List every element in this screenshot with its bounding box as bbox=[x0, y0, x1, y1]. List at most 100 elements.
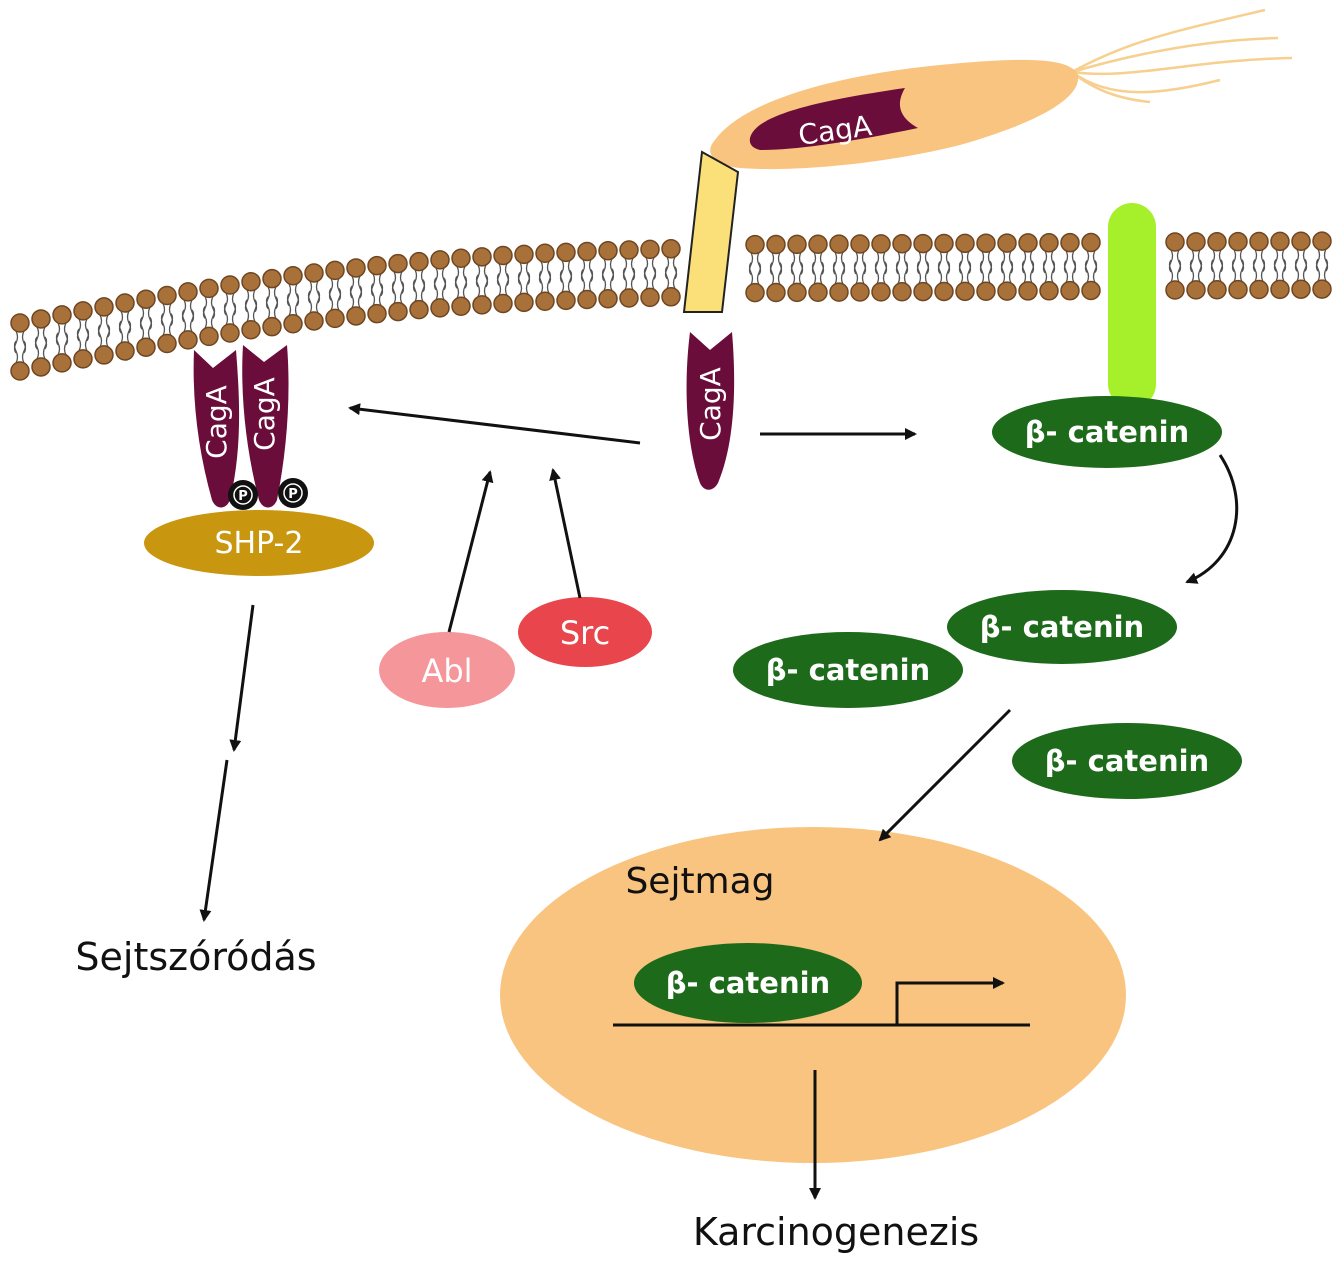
lipid-head bbox=[220, 275, 240, 295]
lipid-head bbox=[514, 244, 534, 265]
lipid-head bbox=[1207, 231, 1227, 252]
caga-left-2-label: CagA bbox=[248, 377, 281, 451]
lipid-head bbox=[976, 281, 996, 301]
lipid-head bbox=[1249, 279, 1269, 300]
lipid-head bbox=[178, 330, 198, 350]
arrow-abl bbox=[447, 470, 494, 633]
lipid-head bbox=[304, 263, 324, 283]
lipid-head bbox=[136, 289, 156, 309]
lipid-head bbox=[388, 253, 408, 274]
lipid-head bbox=[115, 293, 135, 313]
lipid-head bbox=[430, 250, 450, 270]
lipid-head bbox=[1249, 231, 1269, 252]
arrow-src bbox=[549, 468, 582, 599]
lipid-head bbox=[997, 233, 1017, 253]
lipid-head bbox=[199, 278, 219, 299]
lipid-head bbox=[661, 239, 681, 259]
lipid-head bbox=[619, 240, 639, 260]
lipid-head bbox=[556, 290, 576, 311]
lipid-head bbox=[94, 297, 114, 317]
lipid-head bbox=[1081, 280, 1101, 301]
lipid-head bbox=[598, 240, 618, 261]
lipid-head bbox=[220, 323, 240, 343]
nucleus-label: Sejtmag bbox=[625, 861, 774, 902]
src-label: Src bbox=[560, 614, 610, 652]
lipid-head bbox=[1018, 233, 1038, 253]
lipid-head bbox=[997, 281, 1017, 301]
lipid-head bbox=[1060, 280, 1080, 301]
phosphate-group-1: P bbox=[228, 480, 258, 510]
lipid-head bbox=[1165, 280, 1185, 300]
shp2-ellipse bbox=[144, 510, 374, 576]
arrow-caga-to-shp2 bbox=[348, 403, 641, 445]
caga-left-1-shape bbox=[193, 350, 240, 508]
lipid-head bbox=[535, 291, 555, 312]
lipid-head bbox=[1039, 233, 1059, 253]
lipid-head bbox=[10, 361, 30, 381]
lipid-head bbox=[871, 234, 891, 254]
lipid-head bbox=[1291, 279, 1311, 299]
lipid-head bbox=[493, 245, 513, 266]
cadherin-receptor bbox=[1108, 203, 1156, 408]
lipid-head bbox=[1312, 231, 1332, 251]
arrow-shp2-down-2 bbox=[199, 759, 229, 922]
lipid-head bbox=[1081, 232, 1101, 253]
lipid-head bbox=[640, 287, 660, 308]
beta-catenin-free-1-label: β- catenin bbox=[980, 610, 1144, 644]
transcription-start-arrow bbox=[895, 977, 1005, 1025]
lipid-head bbox=[808, 234, 828, 255]
beta-catenin-nucleus-label: β- catenin bbox=[666, 966, 830, 1000]
lipid-head bbox=[913, 233, 933, 254]
lipid-head bbox=[451, 296, 471, 317]
beta-catenin-membrane-label: β- catenin bbox=[1025, 415, 1189, 449]
lipid-head bbox=[934, 233, 954, 254]
lipid-head bbox=[1228, 231, 1248, 252]
lipid-head bbox=[913, 281, 933, 302]
lipid-head bbox=[31, 357, 51, 377]
arrow-betacatenin-release bbox=[1185, 454, 1239, 584]
lipid-head bbox=[52, 305, 72, 325]
src-ellipse bbox=[518, 597, 652, 667]
lipid-head bbox=[745, 234, 765, 255]
lipid-head bbox=[451, 248, 471, 269]
lipid-head bbox=[1186, 232, 1206, 252]
lipid-head bbox=[409, 251, 429, 272]
lipid-head bbox=[325, 308, 345, 329]
lipid-head bbox=[892, 233, 912, 254]
secretion-pore bbox=[682, 150, 740, 313]
lipid-head bbox=[430, 298, 450, 318]
lipid-head bbox=[199, 326, 219, 347]
lipid-head bbox=[661, 287, 681, 307]
lipid-head bbox=[73, 301, 93, 321]
lipid-head bbox=[10, 313, 30, 333]
lipid-head bbox=[493, 293, 513, 314]
flagella bbox=[1071, 8, 1293, 104]
lipid-head bbox=[955, 233, 975, 254]
lipid-head bbox=[241, 320, 261, 340]
lipid-head bbox=[52, 353, 72, 373]
lipid-head bbox=[472, 295, 492, 315]
lipid-head bbox=[640, 239, 660, 260]
beta-catenin-membrane-ellipse bbox=[992, 396, 1222, 468]
cell-membrane bbox=[10, 231, 1332, 381]
lipid-head bbox=[976, 233, 996, 253]
caga-cytoplasm-shape bbox=[686, 332, 735, 490]
lipid-head bbox=[115, 341, 135, 361]
lipid-head bbox=[388, 301, 408, 322]
lipid-head bbox=[514, 292, 534, 313]
lipid-head bbox=[955, 281, 975, 302]
lipid-head bbox=[1291, 231, 1311, 251]
lipid-head bbox=[787, 282, 807, 303]
lipid-head bbox=[829, 282, 849, 302]
caga-bacterium-shape bbox=[749, 88, 918, 150]
lipid-head bbox=[598, 288, 618, 309]
outcome-carcinogenesis: Karcinogenezis bbox=[693, 1210, 979, 1254]
beta-catenin-free-2-ellipse bbox=[733, 632, 963, 708]
lipid-head bbox=[367, 255, 387, 276]
lipid-head bbox=[73, 349, 93, 369]
shp2-label: SHP-2 bbox=[215, 526, 304, 561]
lipid-head bbox=[871, 282, 891, 302]
abl-label: Abl bbox=[421, 652, 472, 690]
lipid-head bbox=[745, 282, 765, 303]
lipid-head bbox=[1018, 281, 1038, 301]
